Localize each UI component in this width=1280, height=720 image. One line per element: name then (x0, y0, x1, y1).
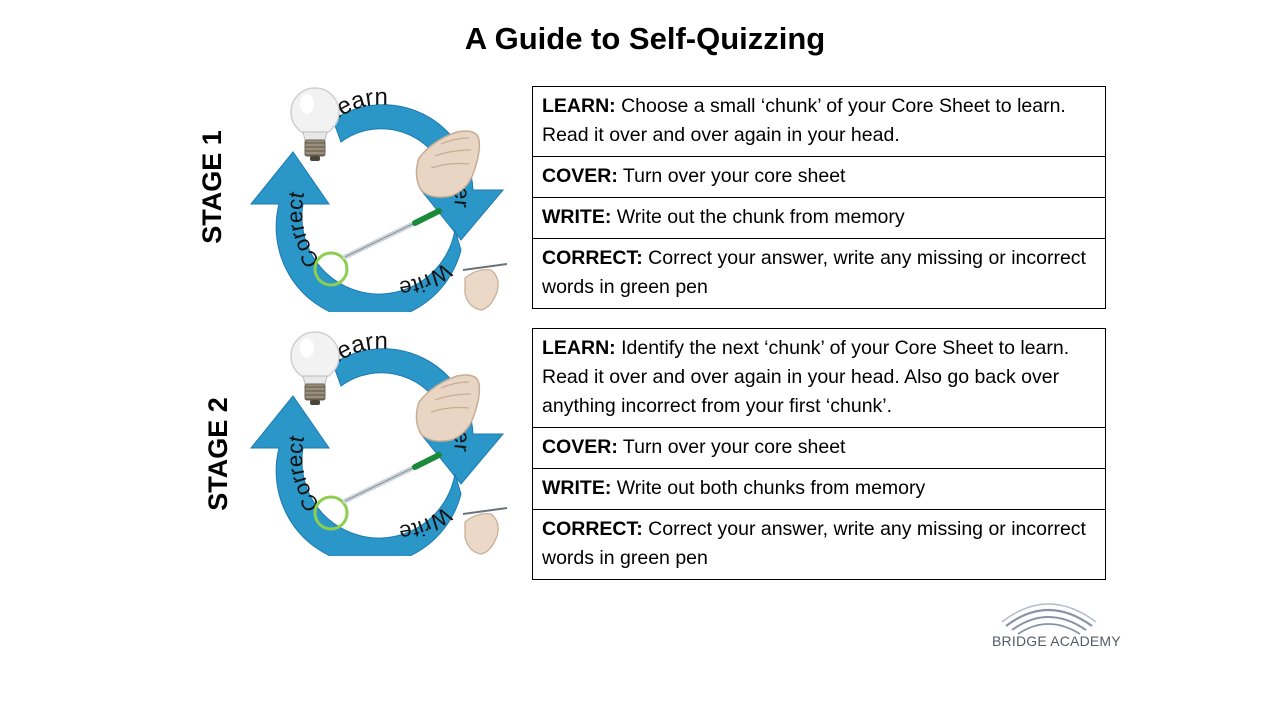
table-row: WRITE: Write out the chunk from memory (532, 197, 1106, 239)
pen-icon (342, 208, 442, 260)
step-text-cover: Turn over your core sheet (617, 165, 846, 187)
step-key-cover: COVER: (542, 436, 618, 458)
writing-hand-icon (462, 263, 508, 311)
step-key-cover: COVER: (542, 165, 618, 187)
stage-2-steps-table: LEARN: Identify the next ‘chunk’ of your… (532, 328, 1106, 580)
cycle-arrow-top (332, 348, 505, 485)
step-key-learn: LEARN: (542, 95, 616, 117)
cycle-arrow-top (332, 104, 505, 241)
green-highlight-circle (313, 495, 349, 531)
hand-cover-icon (415, 130, 481, 198)
bridge-academy-logo (1001, 603, 1097, 635)
writing-hand-icon (462, 507, 508, 555)
hand-cover-icon (415, 374, 481, 442)
stage-2-label: STAGE 2 (203, 397, 233, 511)
logo-text: BRIDGE ACADEMY (992, 633, 1121, 649)
step-key-write: WRITE: (542, 477, 612, 499)
step-key-learn: LEARN: (542, 337, 616, 359)
page-title: A Guide to Self-Quizzing (464, 21, 826, 56)
table-row: LEARN: Choose a small ‘chunk’ of your Co… (532, 86, 1106, 157)
table-row: WRITE: Write out both chunks from memory (532, 468, 1106, 510)
step-text-cover: Turn over your core sheet (617, 436, 846, 458)
stage-1-steps-table: LEARN: Choose a small ‘chunk’ of your Co… (532, 86, 1106, 309)
light-bulb-icon (290, 331, 340, 405)
table-row: LEARN: Identify the next ‘chunk’ of your… (532, 328, 1106, 428)
table-row: COVER: Turn over your core sheet (532, 156, 1106, 198)
stage-2-cycle-diagram: LearnCoverWriteCorrect (249, 328, 508, 556)
pen-icon (342, 452, 442, 504)
green-highlight-circle (313, 251, 349, 287)
stage-1-label: STAGE 1 (197, 130, 227, 244)
step-text-write: Write out the chunk from memory (611, 206, 905, 228)
step-key-correct: CORRECT: (542, 518, 643, 540)
step-text-correct: Correct your answer, write any missing o… (542, 518, 1086, 569)
step-key-correct: CORRECT: (542, 247, 643, 269)
step-text-write: Write out both chunks from memory (611, 477, 926, 499)
step-text-correct: Correct your answer, write any missing o… (542, 247, 1086, 298)
cycle-arrow-bottom (249, 151, 462, 312)
step-key-write: WRITE: (542, 206, 612, 228)
light-bulb-icon (290, 87, 340, 161)
stage-1-cycle-diagram: LearnCoverWriteCorrect (249, 84, 508, 312)
table-row: COVER: Turn over your core sheet (532, 427, 1106, 469)
cycle-arrow-bottom (249, 395, 462, 556)
step-text-learn: Choose a small ‘chunk’ of your Core Shee… (542, 95, 1066, 146)
table-row: CORRECT: Correct your answer, write any … (532, 238, 1106, 309)
step-text-learn: Identify the next ‘chunk’ of your Core S… (542, 337, 1070, 417)
table-row: CORRECT: Correct your answer, write any … (532, 509, 1106, 580)
